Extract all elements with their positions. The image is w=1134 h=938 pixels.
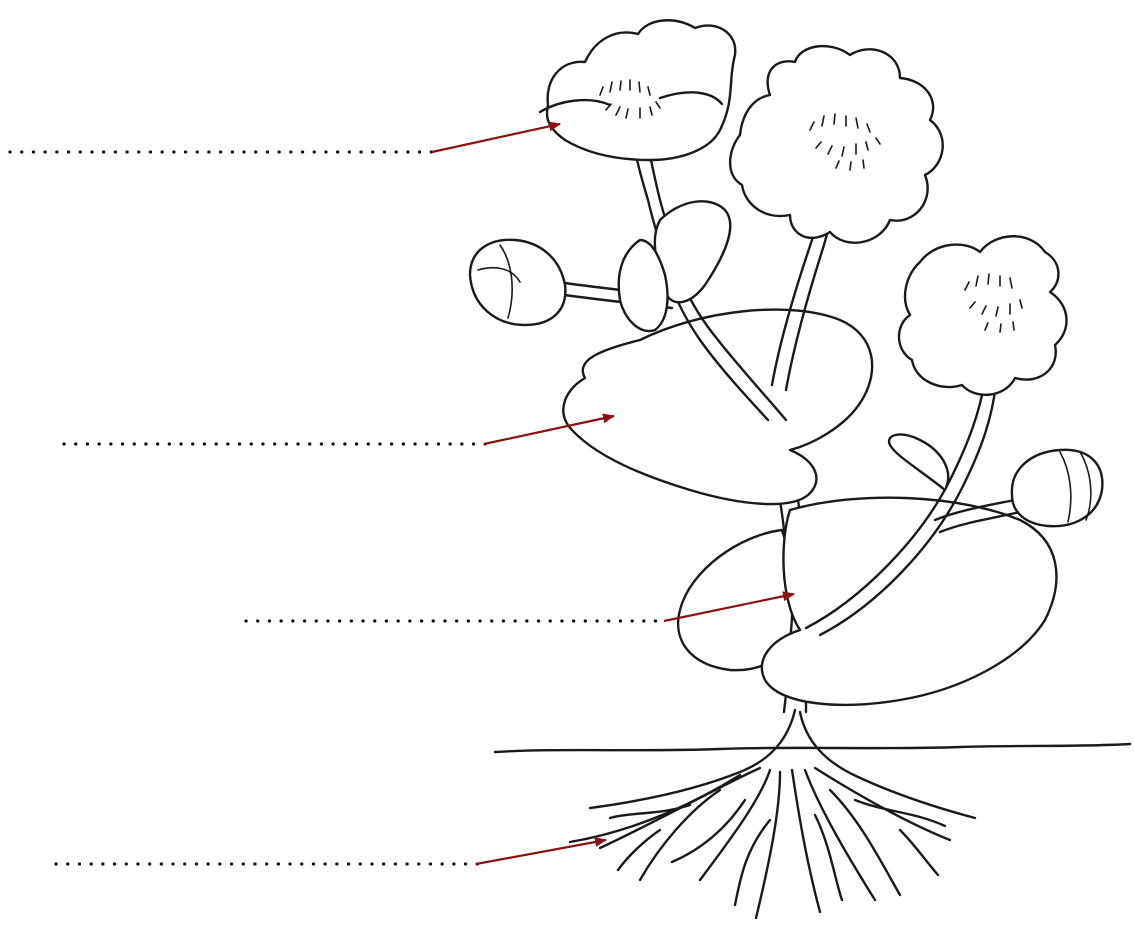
bud-left [470,240,565,325]
label-line-flower[interactable] [10,124,560,152]
bud-right [1012,450,1103,526]
leaf-bottom-large [762,498,1057,705]
flower-right [899,236,1067,395]
label-line-leaf[interactable] [64,416,614,444]
roots [570,710,975,918]
flower-top-left [540,20,735,160]
leaf-right-small [889,435,948,490]
ground-line [495,744,1130,752]
label-line-root[interactable] [56,840,606,864]
flower-top-right [730,46,943,243]
